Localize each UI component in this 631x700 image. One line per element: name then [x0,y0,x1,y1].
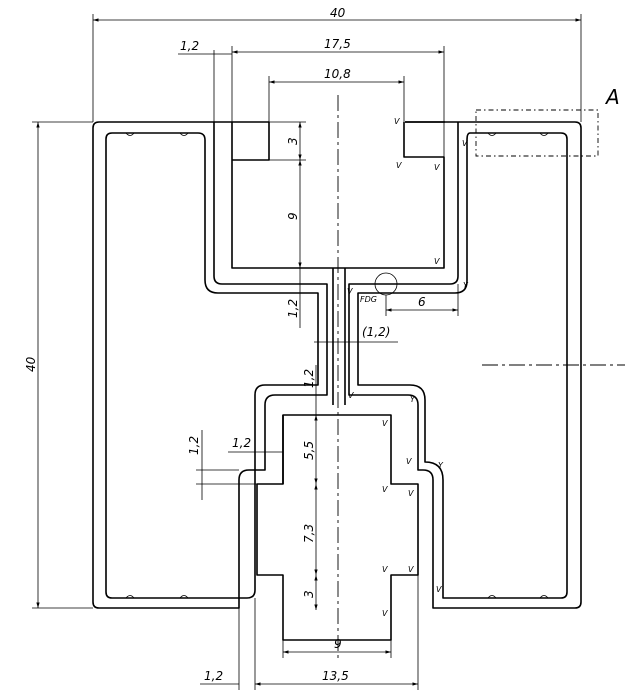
weld-y: Y [438,461,444,470]
dim-lower-left-step: 1,2 [187,430,257,500]
lower-depth-c-text: 3 [302,590,316,598]
weld-v: V [382,419,388,428]
detail-a-label: A [604,85,620,109]
dim-wall-left: 1,2 [178,39,232,122]
weld-v: V [382,485,388,494]
neck-length-text: 1,2 [302,369,316,388]
dim-upper-depth: 9 [286,160,302,268]
profile-outline [92,121,582,641]
outer-contour [92,121,328,609]
upper-depth-text: 9 [286,212,300,220]
weld-v: V [382,565,388,574]
fdg-label: FDG [360,295,377,304]
weld-v: V [348,391,354,400]
lip-depth-text: 3 [286,137,300,145]
dim-bottom-wall: 1,2 [200,669,239,685]
lower-wall-text: 1,2 [232,436,251,450]
overall-width-text: 40 [330,6,346,20]
wall-left-text: 1,2 [180,39,199,53]
weld-v: V [394,117,400,126]
dim-lower-depth-a: 5,5 [302,415,318,484]
neck-gap-text: (1,2) [362,325,390,339]
detail-a-box [475,109,599,157]
dim-flange: 6 [385,284,459,316]
flange-text: 6 [418,295,426,309]
lower-outer-width-text: 13,5 [322,669,349,683]
dim-lower-outer-width: 13,5 [238,575,419,690]
upper-channel [231,121,445,269]
lower-channel [256,414,419,641]
upper-lip-width-text: 10,8 [324,67,351,81]
lower-left-step-text: 1,2 [187,436,201,455]
weld-v: V [434,257,440,266]
lower-depth-b-text: 7,3 [302,524,316,543]
dim-overall-width: 40 [92,6,582,122]
weld-y: Y [463,281,469,290]
dim-neck-wall: 1,2 [286,268,301,328]
left-chamber-inner [105,132,319,599]
dim-neck-length: 1,2 [302,365,317,415]
weld-v: V [408,489,414,498]
dim-overall-height: 40 [24,121,93,609]
dim-neck-gap: (1,2) [314,325,398,343]
upper-inner-width-text: 17,5 [324,37,351,51]
dim-upper-lip-width: 10,8 [268,67,405,122]
dim-upper-inner-width: 17,5 [231,37,445,157]
bottom-wall-text: 1,2 [204,669,223,683]
dim-lower-wall: 1,2 [228,436,283,453]
lower-inner-width-text: 9 [334,637,342,651]
right-chamber-inner [357,132,568,599]
groove-notches [125,132,549,599]
lower-depth-a-text: 5,5 [302,441,316,460]
weld-v: V [396,161,402,170]
weld-v: V [408,565,414,574]
weld-v: V [382,609,388,618]
dim-lip-depth: 3 [269,121,306,161]
weld-v: V [406,457,412,466]
outer-right-contour [348,121,582,609]
weld-y: Y [410,395,416,404]
weld-v: V [436,585,442,594]
weld-v: V [347,287,353,296]
dim-lower-depth-b: 7,3 [302,484,318,575]
weld-v: V [434,163,440,172]
dim-lower-depth-c: 3 [302,575,318,610]
dim-lower-inner-width: 9 [282,637,392,658]
weld-v: V [462,139,468,148]
weld-marks: V V V V V V Y V Y V V Y V V V V V V [347,117,469,618]
overall-height-text: 40 [24,356,38,372]
neck-wall-text: 1,2 [286,299,300,318]
